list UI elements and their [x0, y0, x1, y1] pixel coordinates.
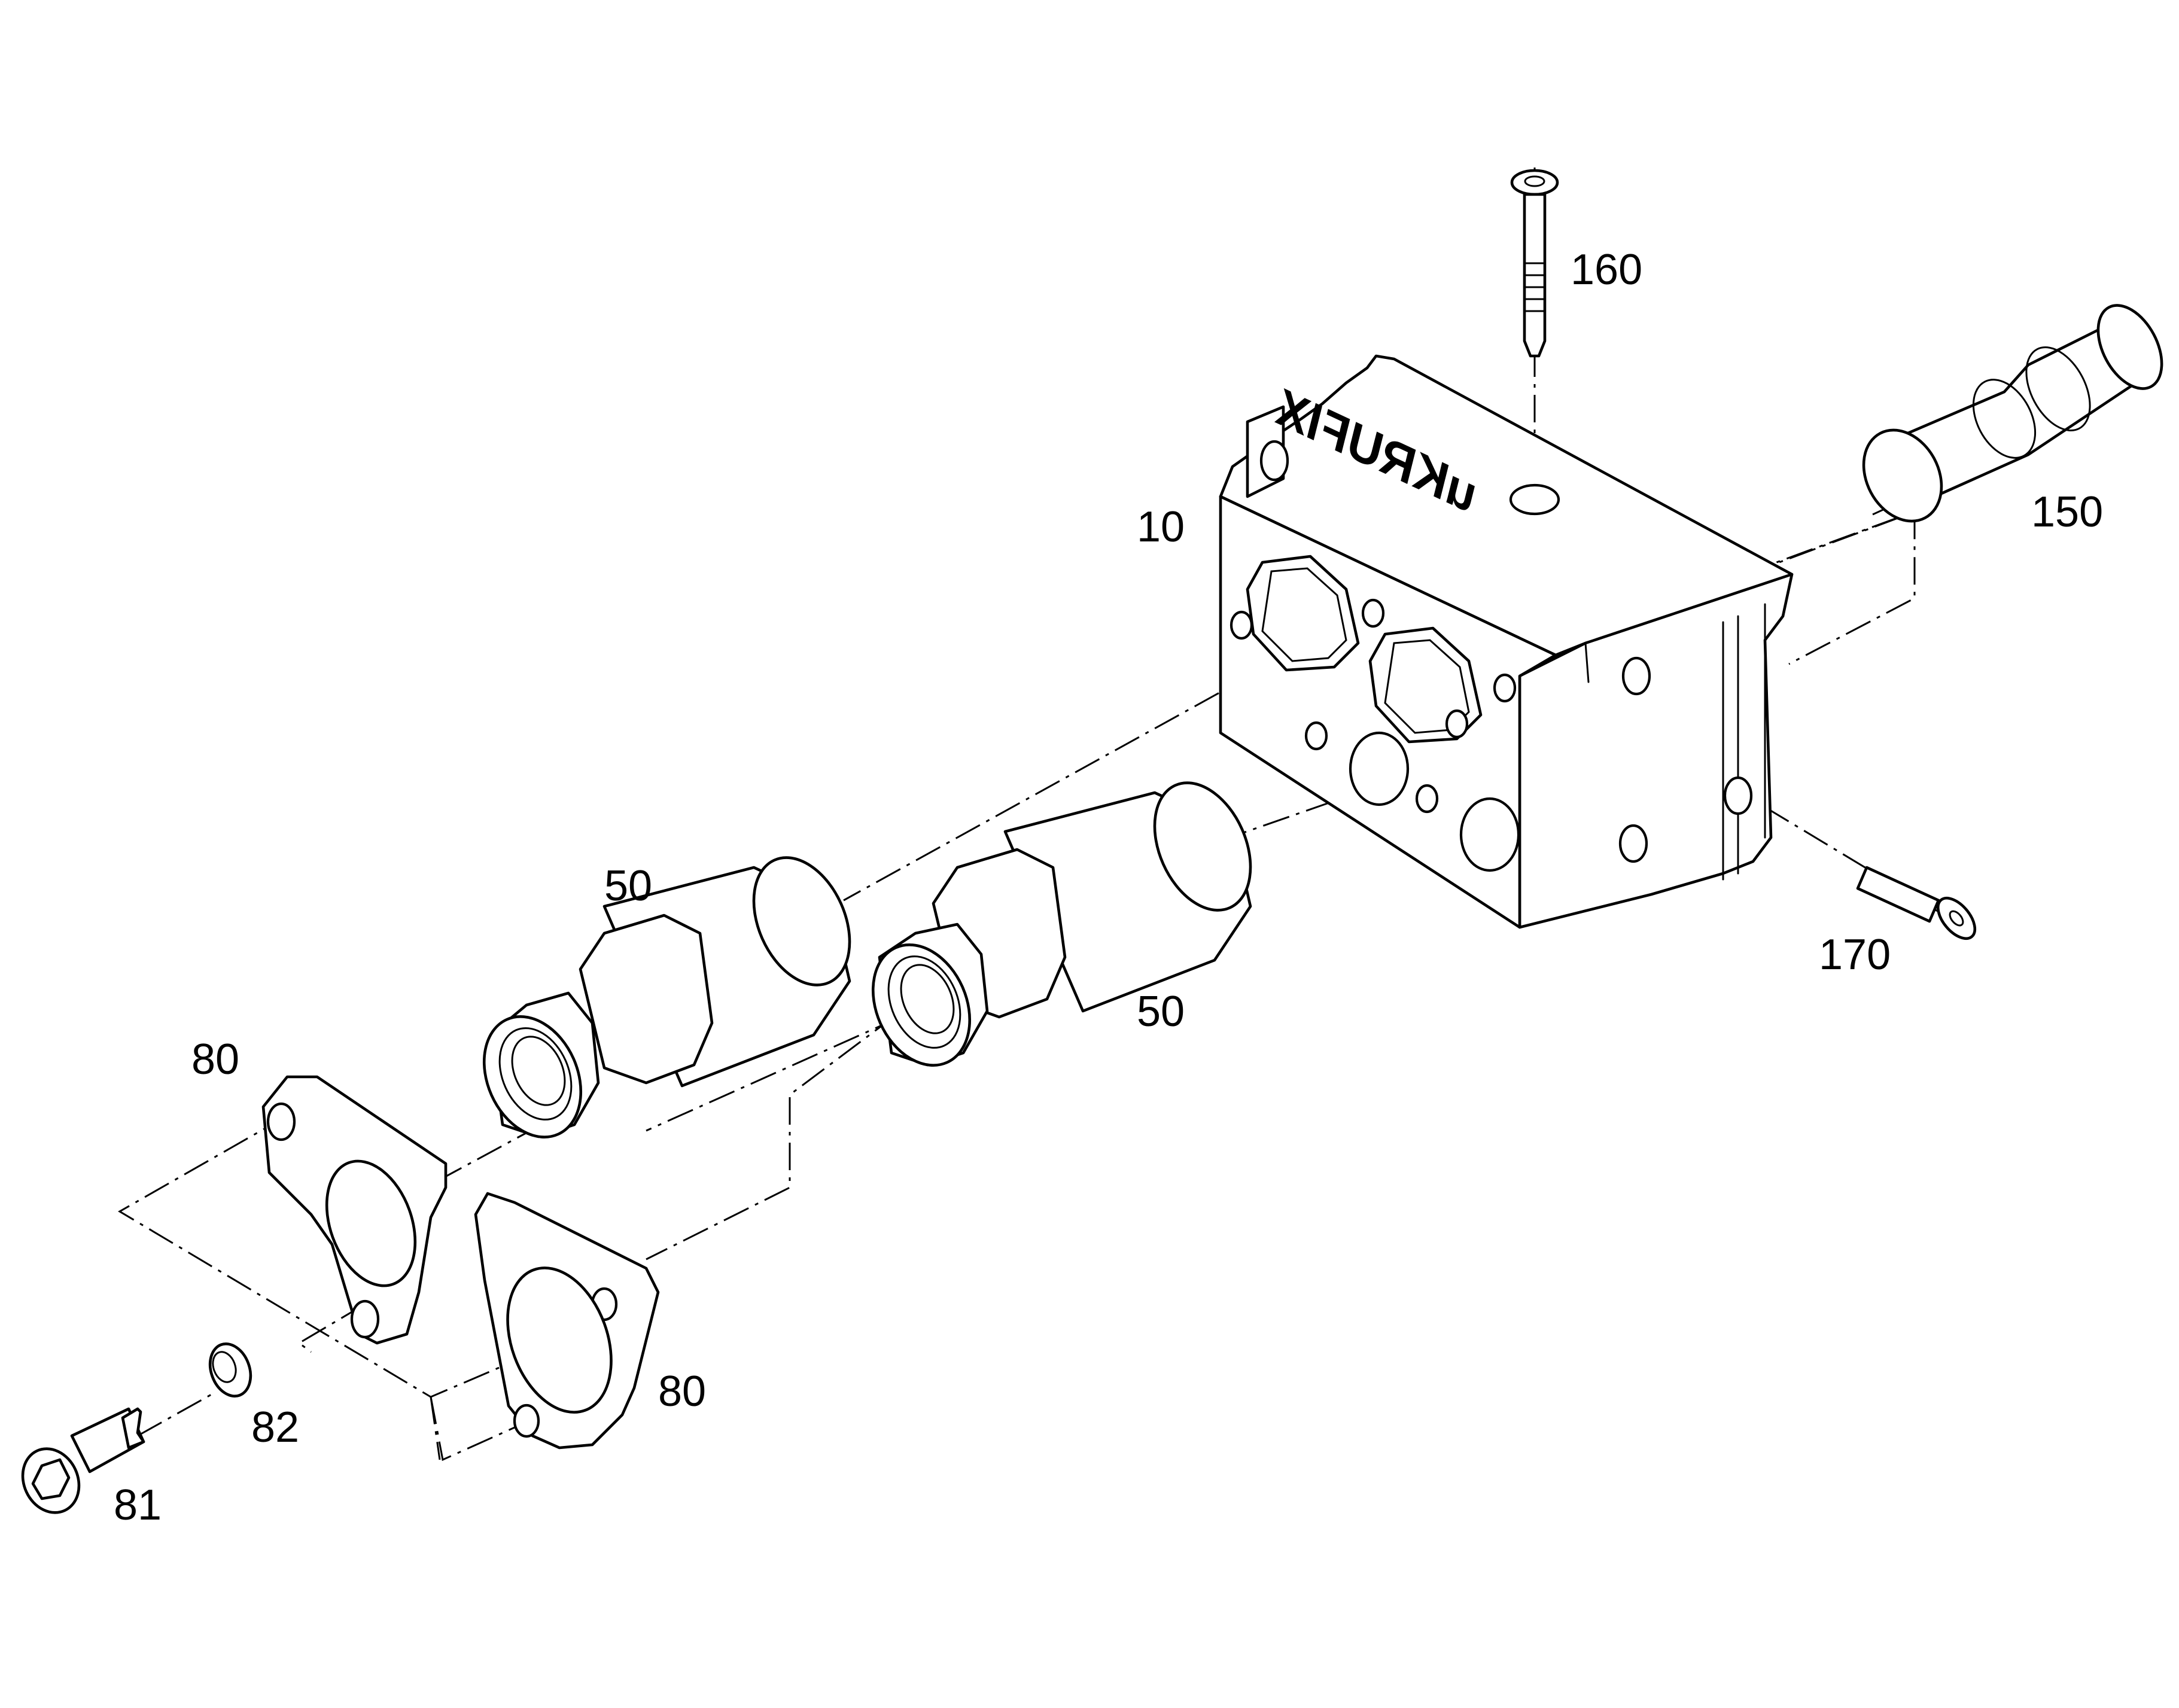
callout-150: 150 [2031, 488, 2103, 536]
washer-82 [208, 1342, 252, 1398]
callout-80-lower: 80 [658, 1368, 706, 1415]
callout-50-upper: 50 [604, 862, 652, 910]
fitting-50-upper [482, 856, 851, 1138]
valve-block: uKRUFIX [1219, 354, 1794, 929]
flange-80-upper [261, 1075, 448, 1345]
callout-160: 160 [1571, 246, 1642, 294]
fitting-50-lower [871, 781, 1252, 1067]
pin-170 [1856, 866, 1977, 940]
callout-10: 10 [1137, 503, 1185, 551]
callout-81: 81 [114, 1481, 162, 1529]
flange-80-lower [474, 1192, 660, 1450]
callout-80-upper: 80 [191, 1036, 239, 1083]
callout-50-lower: 50 [1137, 988, 1185, 1036]
callout-82: 82 [251, 1403, 299, 1451]
screw-81 [21, 1407, 145, 1514]
callout-170: 170 [1819, 931, 1891, 979]
plug-150 [1862, 304, 2163, 523]
pin-160 [1510, 169, 1559, 358]
callout-labels: 10 160 150 170 50 50 80 80 82 81 [114, 246, 2103, 1529]
